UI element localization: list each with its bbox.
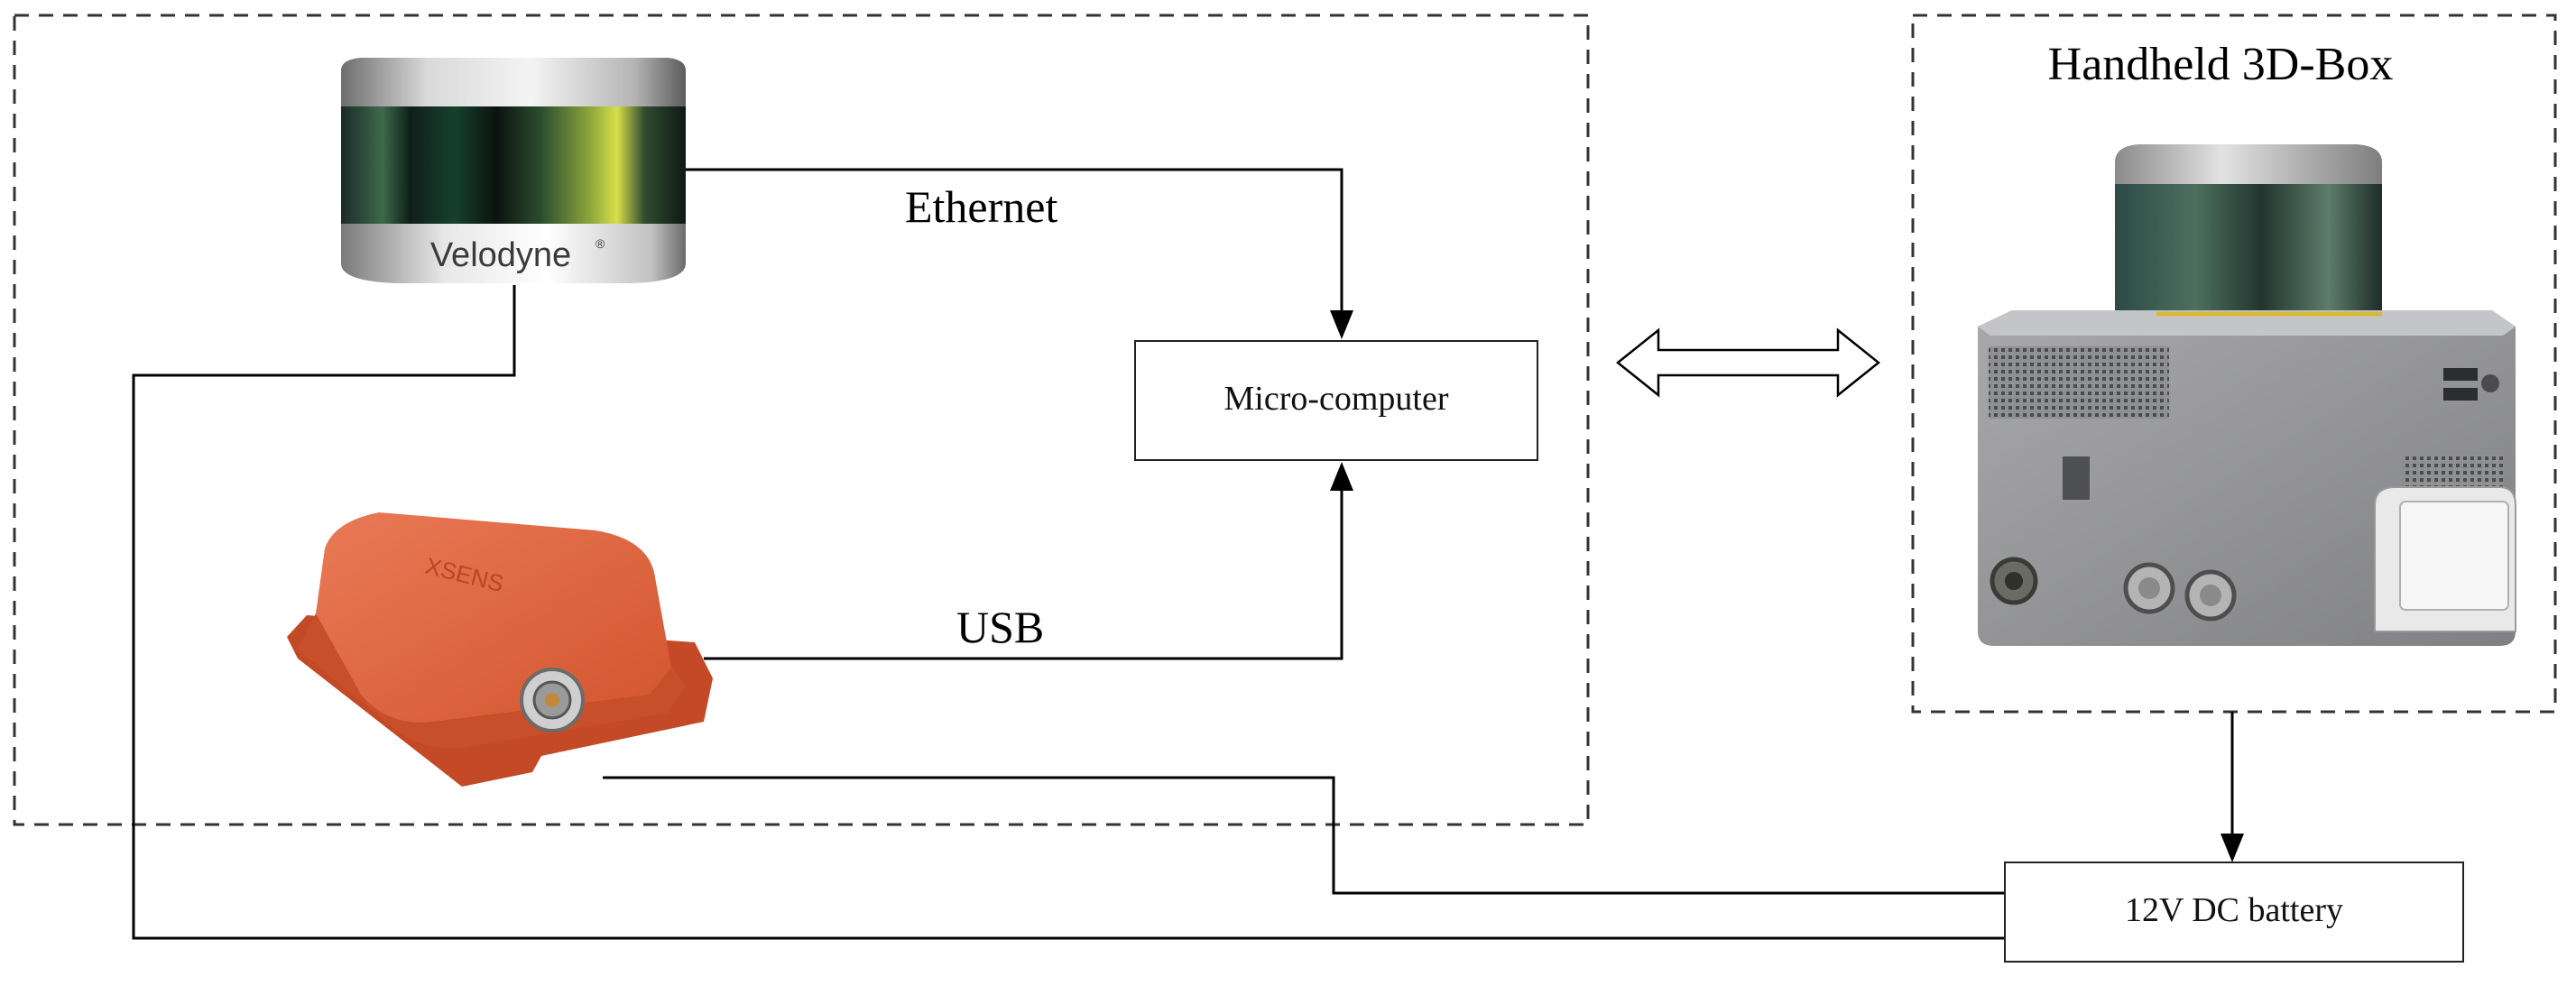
- handheld-3d-box-image: [1978, 144, 2516, 646]
- imu-power-line: [603, 776, 2005, 895]
- velodyne-logo: Velodyne: [430, 236, 571, 274]
- lidar-power-line: [132, 285, 2005, 940]
- battery-label: 12V DC battery: [2125, 891, 2343, 929]
- usb-label: USB: [956, 602, 1044, 652]
- velodyne-trademark: ®: [596, 236, 605, 251]
- microcomputer-label: Micro-computer: [1223, 380, 1448, 418]
- handheld-title: Handheld 3D-Box: [2048, 39, 2394, 90]
- sensor-group-boundary: [13, 14, 1590, 826]
- battery-arrowhead-icon: [2221, 834, 2244, 862]
- ethernet-label: Ethernet: [905, 181, 1057, 232]
- usb-line: [704, 485, 1343, 660]
- ethernet-line: [686, 168, 1343, 314]
- handheld-box-boundary: [1911, 14, 2557, 714]
- bidirectional-arrow-icon: [1615, 327, 1881, 398]
- connection-lines: [132, 168, 2234, 940]
- velodyne-lidar-image: Velodyne ®: [341, 58, 686, 283]
- battery-box: [2004, 862, 2464, 963]
- ethernet-arrowhead-icon: [1330, 310, 1353, 339]
- usb-arrowhead-icon: [1330, 462, 1353, 491]
- microcomputer-box: [1134, 340, 1538, 461]
- xsens-imu-image: XSENS: [287, 512, 713, 787]
